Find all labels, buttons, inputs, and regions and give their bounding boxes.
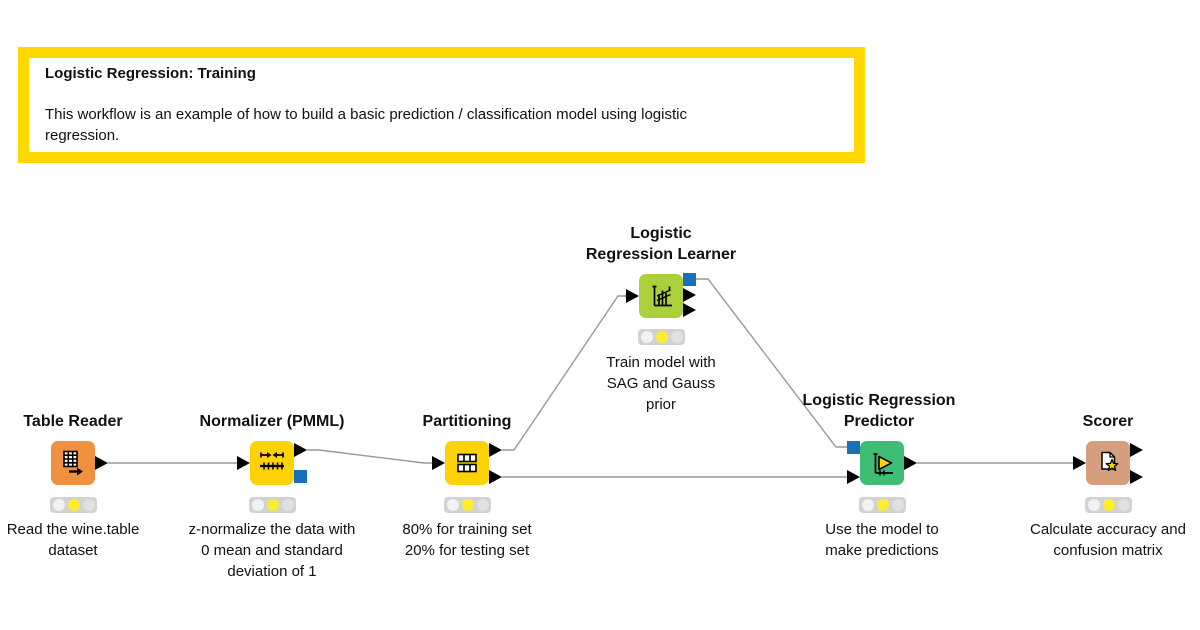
node-logistic-regression-predictor[interactable] bbox=[860, 441, 904, 485]
traffic-light-learner bbox=[638, 329, 685, 345]
port-out-data2-scorer[interactable] bbox=[1130, 470, 1143, 484]
traffic-green-off bbox=[1117, 499, 1130, 511]
traffic-red-off bbox=[1087, 499, 1100, 511]
connection-partitioning-learner[interactable] bbox=[502, 295, 626, 451]
port-in-data-scorer[interactable] bbox=[1073, 456, 1086, 470]
node-desc-predictor: Use the model to make predictions bbox=[825, 521, 939, 559]
traffic-green-off bbox=[476, 499, 489, 511]
port-out-data-predictor[interactable] bbox=[904, 456, 917, 470]
node-title-normalizer: Normalizer (PMML) bbox=[199, 413, 345, 430]
node-partitioning[interactable] bbox=[445, 441, 489, 485]
node-title-table-reader: Table Reader bbox=[23, 413, 123, 430]
port-in-data-partitioning[interactable] bbox=[432, 456, 445, 470]
node-title-partitioning: Partitioning bbox=[422, 413, 512, 430]
traffic-light-table-reader bbox=[50, 497, 97, 513]
port-in-data-normalizer[interactable] bbox=[237, 456, 250, 470]
connection-normalizer-partitioning[interactable] bbox=[307, 449, 432, 464]
annotation-title: Logistic Regression: Training bbox=[45, 65, 256, 82]
node-title-scorer: Scorer bbox=[1082, 413, 1134, 430]
traffic-green-off bbox=[891, 499, 904, 511]
traffic-yellow-on bbox=[1102, 499, 1115, 511]
traffic-red-off bbox=[251, 499, 264, 511]
port-in-data-learner[interactable] bbox=[626, 289, 639, 303]
traffic-yellow-on bbox=[67, 499, 80, 511]
port-in-data-predictor[interactable] bbox=[847, 470, 860, 484]
port-out-data2-partitioning[interactable] bbox=[489, 470, 502, 484]
traffic-green-off bbox=[82, 499, 95, 511]
traffic-yellow-on bbox=[876, 499, 889, 511]
traffic-red-off bbox=[446, 499, 459, 511]
node-desc-normalizer: z-normalize the data with 0 mean and sta… bbox=[188, 521, 356, 580]
traffic-red-off bbox=[640, 331, 653, 343]
node-desc-partitioning: 80% for training set 20% for testing set bbox=[402, 521, 532, 559]
traffic-light-predictor bbox=[859, 497, 906, 513]
workflow-annotation-box[interactable]: Logistic Regression: Training This workf… bbox=[18, 47, 865, 163]
port-out-model-normalizer[interactable] bbox=[294, 470, 307, 483]
port-in-model-predictor[interactable] bbox=[847, 441, 860, 454]
node-desc-scorer: Calculate accuracy and confusion matrix bbox=[1030, 521, 1186, 559]
traffic-yellow-on bbox=[461, 499, 474, 511]
traffic-light-partitioning bbox=[444, 497, 491, 513]
node-logistic-regression-learner[interactable] bbox=[639, 274, 683, 318]
port-out-data1-scorer[interactable] bbox=[1130, 443, 1143, 457]
port-out-data1-learner[interactable] bbox=[683, 288, 696, 302]
traffic-red-off bbox=[861, 499, 874, 511]
node-desc-learner: Train model with SAG and Gauss prior bbox=[606, 354, 716, 413]
connection-learner-predictor-model[interactable] bbox=[696, 278, 847, 448]
traffic-green-off bbox=[281, 499, 294, 511]
traffic-yellow-on bbox=[266, 499, 279, 511]
port-out-data2-learner[interactable] bbox=[683, 303, 696, 317]
traffic-light-normalizer bbox=[249, 497, 296, 513]
node-title-predictor: Logistic Regression Predictor bbox=[802, 392, 956, 430]
node-normalizer[interactable] bbox=[250, 441, 294, 485]
port-out-data1-partitioning[interactable] bbox=[489, 443, 502, 457]
port-out-data-table-reader[interactable] bbox=[95, 456, 108, 470]
annotation-body: This workflow is an example of how to bu… bbox=[45, 106, 687, 144]
node-title-learner: Logistic Regression Learner bbox=[585, 225, 737, 263]
traffic-light-scorer bbox=[1085, 497, 1132, 513]
traffic-red-off bbox=[52, 499, 65, 511]
traffic-green-off bbox=[670, 331, 683, 343]
node-scorer[interactable] bbox=[1086, 441, 1130, 485]
port-out-model-learner[interactable] bbox=[683, 273, 696, 286]
node-desc-table-reader: Read the wine.table dataset bbox=[6, 521, 140, 559]
node-table-reader[interactable] bbox=[51, 441, 95, 485]
traffic-yellow-on bbox=[655, 331, 668, 343]
port-out-data-normalizer[interactable] bbox=[294, 443, 307, 457]
